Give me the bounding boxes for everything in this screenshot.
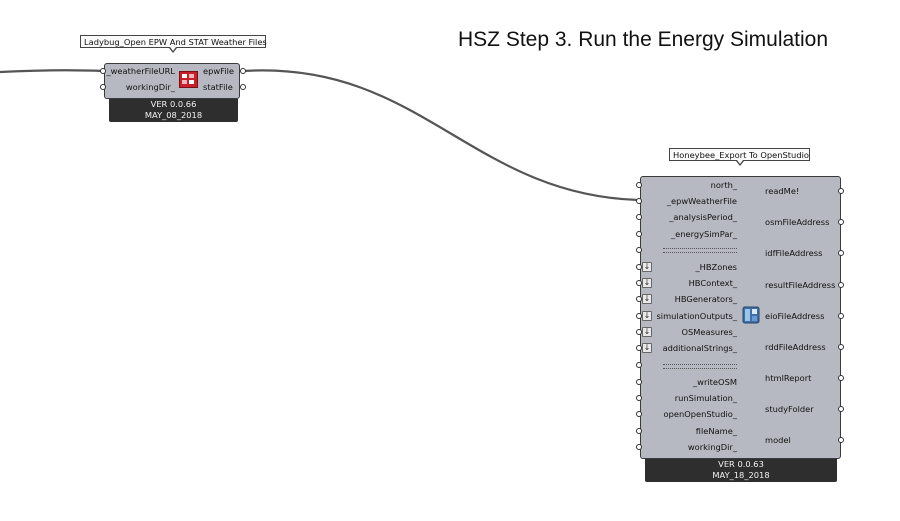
ladybug-output-pin-0[interactable] — [240, 68, 246, 74]
ladybug-input-pin-1[interactable] — [100, 84, 106, 90]
ladybug-version: VER 0.0.66 — [150, 99, 197, 109]
hb-input-filename: fileName_ — [695, 426, 737, 436]
hb-output-studyfolder: studyFolder — [765, 404, 814, 414]
hb-output-pin[interactable] — [838, 219, 844, 225]
hb-output-rddfileaddress: rddFileAddress — [765, 342, 826, 352]
hb-input-pin[interactable] — [636, 329, 642, 335]
hb-input-hbgenerators: HBGenerators_ — [674, 294, 737, 304]
ladybug-component-body[interactable] — [104, 63, 240, 99]
hb-input-pin[interactable] — [636, 182, 642, 188]
hb-output-model: model — [765, 435, 791, 445]
hb-output-resultfileaddress: resultFileAddress — [765, 280, 836, 290]
ladybug-output-statfile: statFile — [203, 82, 233, 92]
hb-input-pin[interactable] — [636, 264, 642, 270]
flatten-arrow-icon[interactable]: ↓ — [642, 294, 652, 304]
hb-input-hbcontext: HBContext_ — [688, 278, 737, 288]
hb-input-pin[interactable] — [636, 411, 642, 417]
hb-input-pin[interactable] — [636, 231, 642, 237]
hb-input-separator-1 — [663, 248, 737, 253]
hb-input-epwweatherfile: _epwWeatherFile — [666, 196, 737, 206]
hb-input-pin[interactable] — [636, 214, 642, 220]
hb-output-htmlreport: htmlReport — [765, 373, 812, 383]
ladybug-component-name-tag: Ladybug_Open EPW And STAT Weather Files — [80, 35, 267, 53]
hb-input-energysimpar: _energySimPar_ — [671, 229, 737, 239]
hb-input-north: north_ — [710, 180, 737, 190]
page-title: HSZ Step 3. Run the Energy Simulation — [458, 28, 829, 51]
hb-input-runsimulation: runSimulation_ — [674, 393, 737, 403]
honeybee-component-body[interactable] — [640, 176, 841, 459]
hb-input-workingdir: workingDir_ — [687, 442, 737, 452]
flatten-arrow-icon[interactable]: ↓ — [642, 262, 652, 272]
hb-output-eiofileaddress: eioFileAddress — [765, 311, 825, 321]
hb-output-pin[interactable] — [838, 313, 844, 319]
hb-output-readme: readMe! — [765, 186, 800, 196]
ladybug-date: MAY_08_2018 — [144, 110, 203, 120]
flatten-arrow-icon[interactable]: ↓ — [642, 343, 652, 353]
hb-input-openopenstudio: openOpenStudio_ — [663, 409, 737, 419]
honeybee-version: VER 0.0.63 — [718, 459, 764, 469]
flatten-arrow-icon[interactable]: ↓ — [642, 327, 652, 337]
hb-input-hbzones: _HBZones — [695, 262, 737, 272]
hb-input-writeosm: _writeOSM — [693, 377, 737, 387]
hb-output-pin[interactable] — [838, 250, 844, 256]
ladybug-version-bar: VER 0.0.66 MAY_08_2018 — [109, 99, 238, 122]
hb-input-pin[interactable] — [636, 444, 642, 450]
hb-input-separator-2 — [663, 364, 737, 369]
incoming-wire[interactable] — [0, 69, 104, 74]
hb-output-pin[interactable] — [838, 375, 844, 381]
epw-to-honeybee-wire[interactable] — [242, 69, 640, 202]
ladybug-input-workingdir: workingDir_ — [125, 82, 175, 92]
hb-output-pin[interactable] — [838, 188, 844, 194]
hb-input-pin[interactable] — [636, 296, 642, 302]
hb-output-pin[interactable] — [838, 437, 844, 443]
honeybee-date: MAY_18_2018 — [712, 470, 770, 480]
hb-output-osmfileaddress: osmFileAddress — [765, 217, 830, 227]
hb-output-pin[interactable] — [838, 344, 844, 350]
hb-output-pin[interactable] — [838, 406, 844, 412]
hb-input-additionalstrings: additionalStrings_ — [662, 343, 737, 353]
hb-input-pin[interactable] — [636, 362, 642, 368]
hb-input-pin[interactable] — [636, 379, 642, 385]
honeybee-component-name-tag: Honeybee_Export To OpenStudio — [669, 148, 810, 166]
hb-output-idffileaddress: idfFileAddress — [765, 248, 823, 258]
flatten-arrow-icon[interactable]: ↓ — [642, 311, 652, 321]
honeybee-version-bar: VER 0.0.63 MAY_18_2018 — [645, 459, 837, 482]
hb-input-simulationoutputs: simulationOutputs_ — [656, 311, 737, 321]
hb-input-pin[interactable] — [636, 428, 642, 434]
ladybug-weather-file-icon — [179, 71, 198, 88]
hb-input-analysisperiod: _analysisPeriod_ — [669, 212, 737, 222]
hb-input-pin[interactable] — [636, 198, 642, 204]
openstudio-icon — [742, 306, 760, 324]
hb-input-pin[interactable] — [636, 345, 642, 351]
hb-output-pin[interactable] — [838, 282, 844, 288]
hb-input-osmeasures: OSMeasures_ — [681, 327, 737, 337]
hb-input-pin[interactable] — [636, 280, 642, 286]
flatten-arrow-icon[interactable]: ↓ — [642, 278, 652, 288]
ladybug-output-epwfile: epwFile — [203, 66, 235, 76]
ladybug-output-pin-1[interactable] — [240, 84, 246, 90]
ladybug-input-pin-0[interactable] — [100, 68, 106, 74]
hb-input-pin[interactable] — [636, 313, 642, 319]
ladybug-input-weatherfileurl: _weatherFileURL — [106, 66, 176, 76]
hb-input-pin[interactable] — [636, 395, 642, 401]
hb-input-pin[interactable] — [636, 247, 642, 253]
